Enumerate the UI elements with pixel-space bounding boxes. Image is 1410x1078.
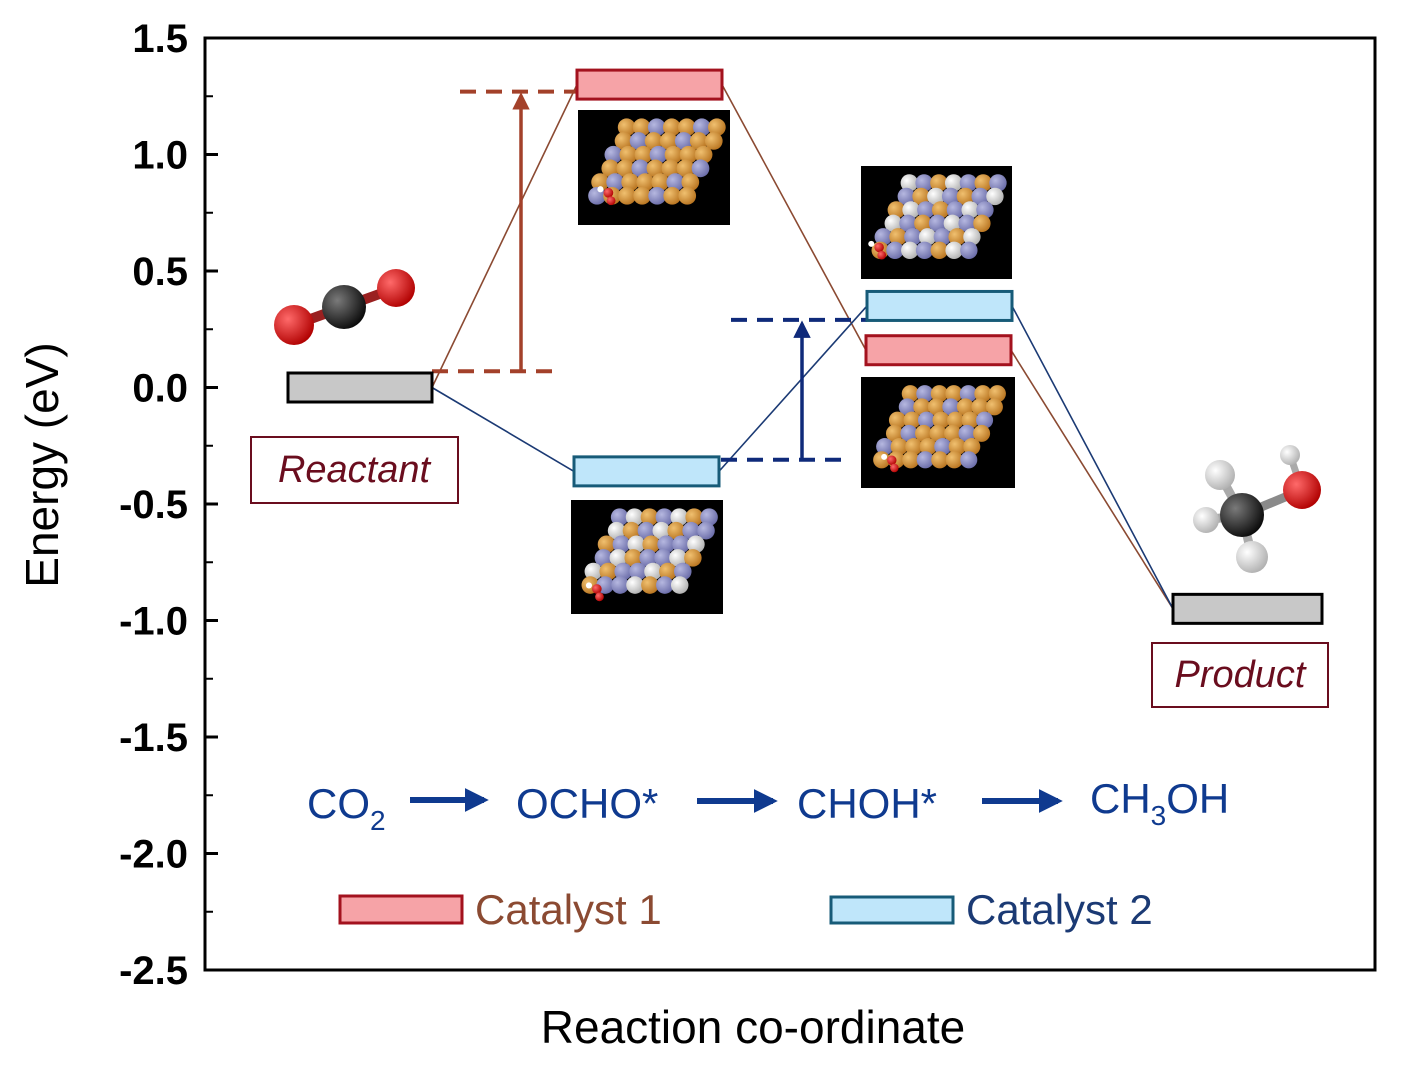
y-tick-label: 0.0: [132, 367, 188, 411]
y-tick-label: -1.5: [119, 716, 188, 760]
y-axis-ticks: 1.5 1.0 0.5 0.0 -0.5 -1.0 -1.5 -2.0 -2.5: [119, 17, 218, 993]
y-tick-label: -0.5: [119, 483, 188, 527]
level-catalyst-2-choh: [865, 289, 1014, 322]
legend-swatch-catalyst-2: [829, 895, 955, 925]
level-product: [1171, 592, 1324, 625]
x-axis-title: Reaction co-ordinate: [541, 1001, 965, 1053]
level-catalyst-2-ocho: [572, 455, 721, 488]
level-catalyst-1-choh: [864, 334, 1013, 367]
connector-catalyst-2: [1011, 305, 1174, 610]
legend: Catalyst 1 Catalyst 2: [338, 886, 1153, 933]
connector-catalyst-1: [1010, 349, 1174, 610]
surface-image-catalyst-1-choh: [861, 377, 1015, 488]
product-label-box: [1151, 642, 1329, 708]
connector-catalyst-1: [721, 84, 867, 351]
energy-levels: [286, 68, 1324, 625]
level-catalyst-1-ocho: [575, 68, 724, 101]
connector-catalyst-1: [431, 84, 578, 388]
surface-image-catalyst-2-choh: [861, 166, 1012, 279]
reaction-scheme: CO2 OCHO* CHOH* CH3OH: [307, 775, 1229, 836]
reactant-label-box: [250, 436, 459, 504]
y-tick-label: -1.0: [119, 600, 188, 644]
legend-label-catalyst-1: Catalyst 1: [475, 886, 662, 933]
connector-catalyst-2: [431, 386, 575, 473]
co2-molecule-image: [274, 269, 415, 345]
surface-image-catalyst-1-ocho: [578, 110, 730, 225]
y-tick-label: 1.0: [132, 134, 188, 178]
y-tick-label: 0.5: [132, 250, 188, 294]
y-tick-label: -2.5: [119, 949, 188, 993]
ch3oh-molecule-image: [1193, 445, 1321, 573]
surface-image-catalyst-2-ocho: [571, 500, 723, 614]
y-tick-label: -2.0: [119, 833, 188, 877]
y-axis-title: Energy (eV): [16, 342, 68, 587]
scheme-co2: CO2: [307, 780, 386, 836]
scheme-ch3oh: CH3OH: [1090, 775, 1229, 831]
reactant-label: Reactant: [278, 449, 432, 491]
legend-swatch-catalyst-1: [338, 894, 464, 925]
level-reactant: [286, 371, 434, 404]
product-label: Product: [1175, 654, 1307, 696]
barrier-arrows: [432, 89, 867, 462]
connector-catalyst-2: [718, 305, 868, 472]
scheme-choh: CHOH*: [797, 780, 937, 827]
y-tick-label: 1.5: [132, 17, 188, 61]
legend-label-catalyst-2: Catalyst 2: [966, 886, 1153, 933]
connector-lines: [431, 84, 1174, 610]
scheme-ocho: OCHO*: [516, 780, 658, 827]
